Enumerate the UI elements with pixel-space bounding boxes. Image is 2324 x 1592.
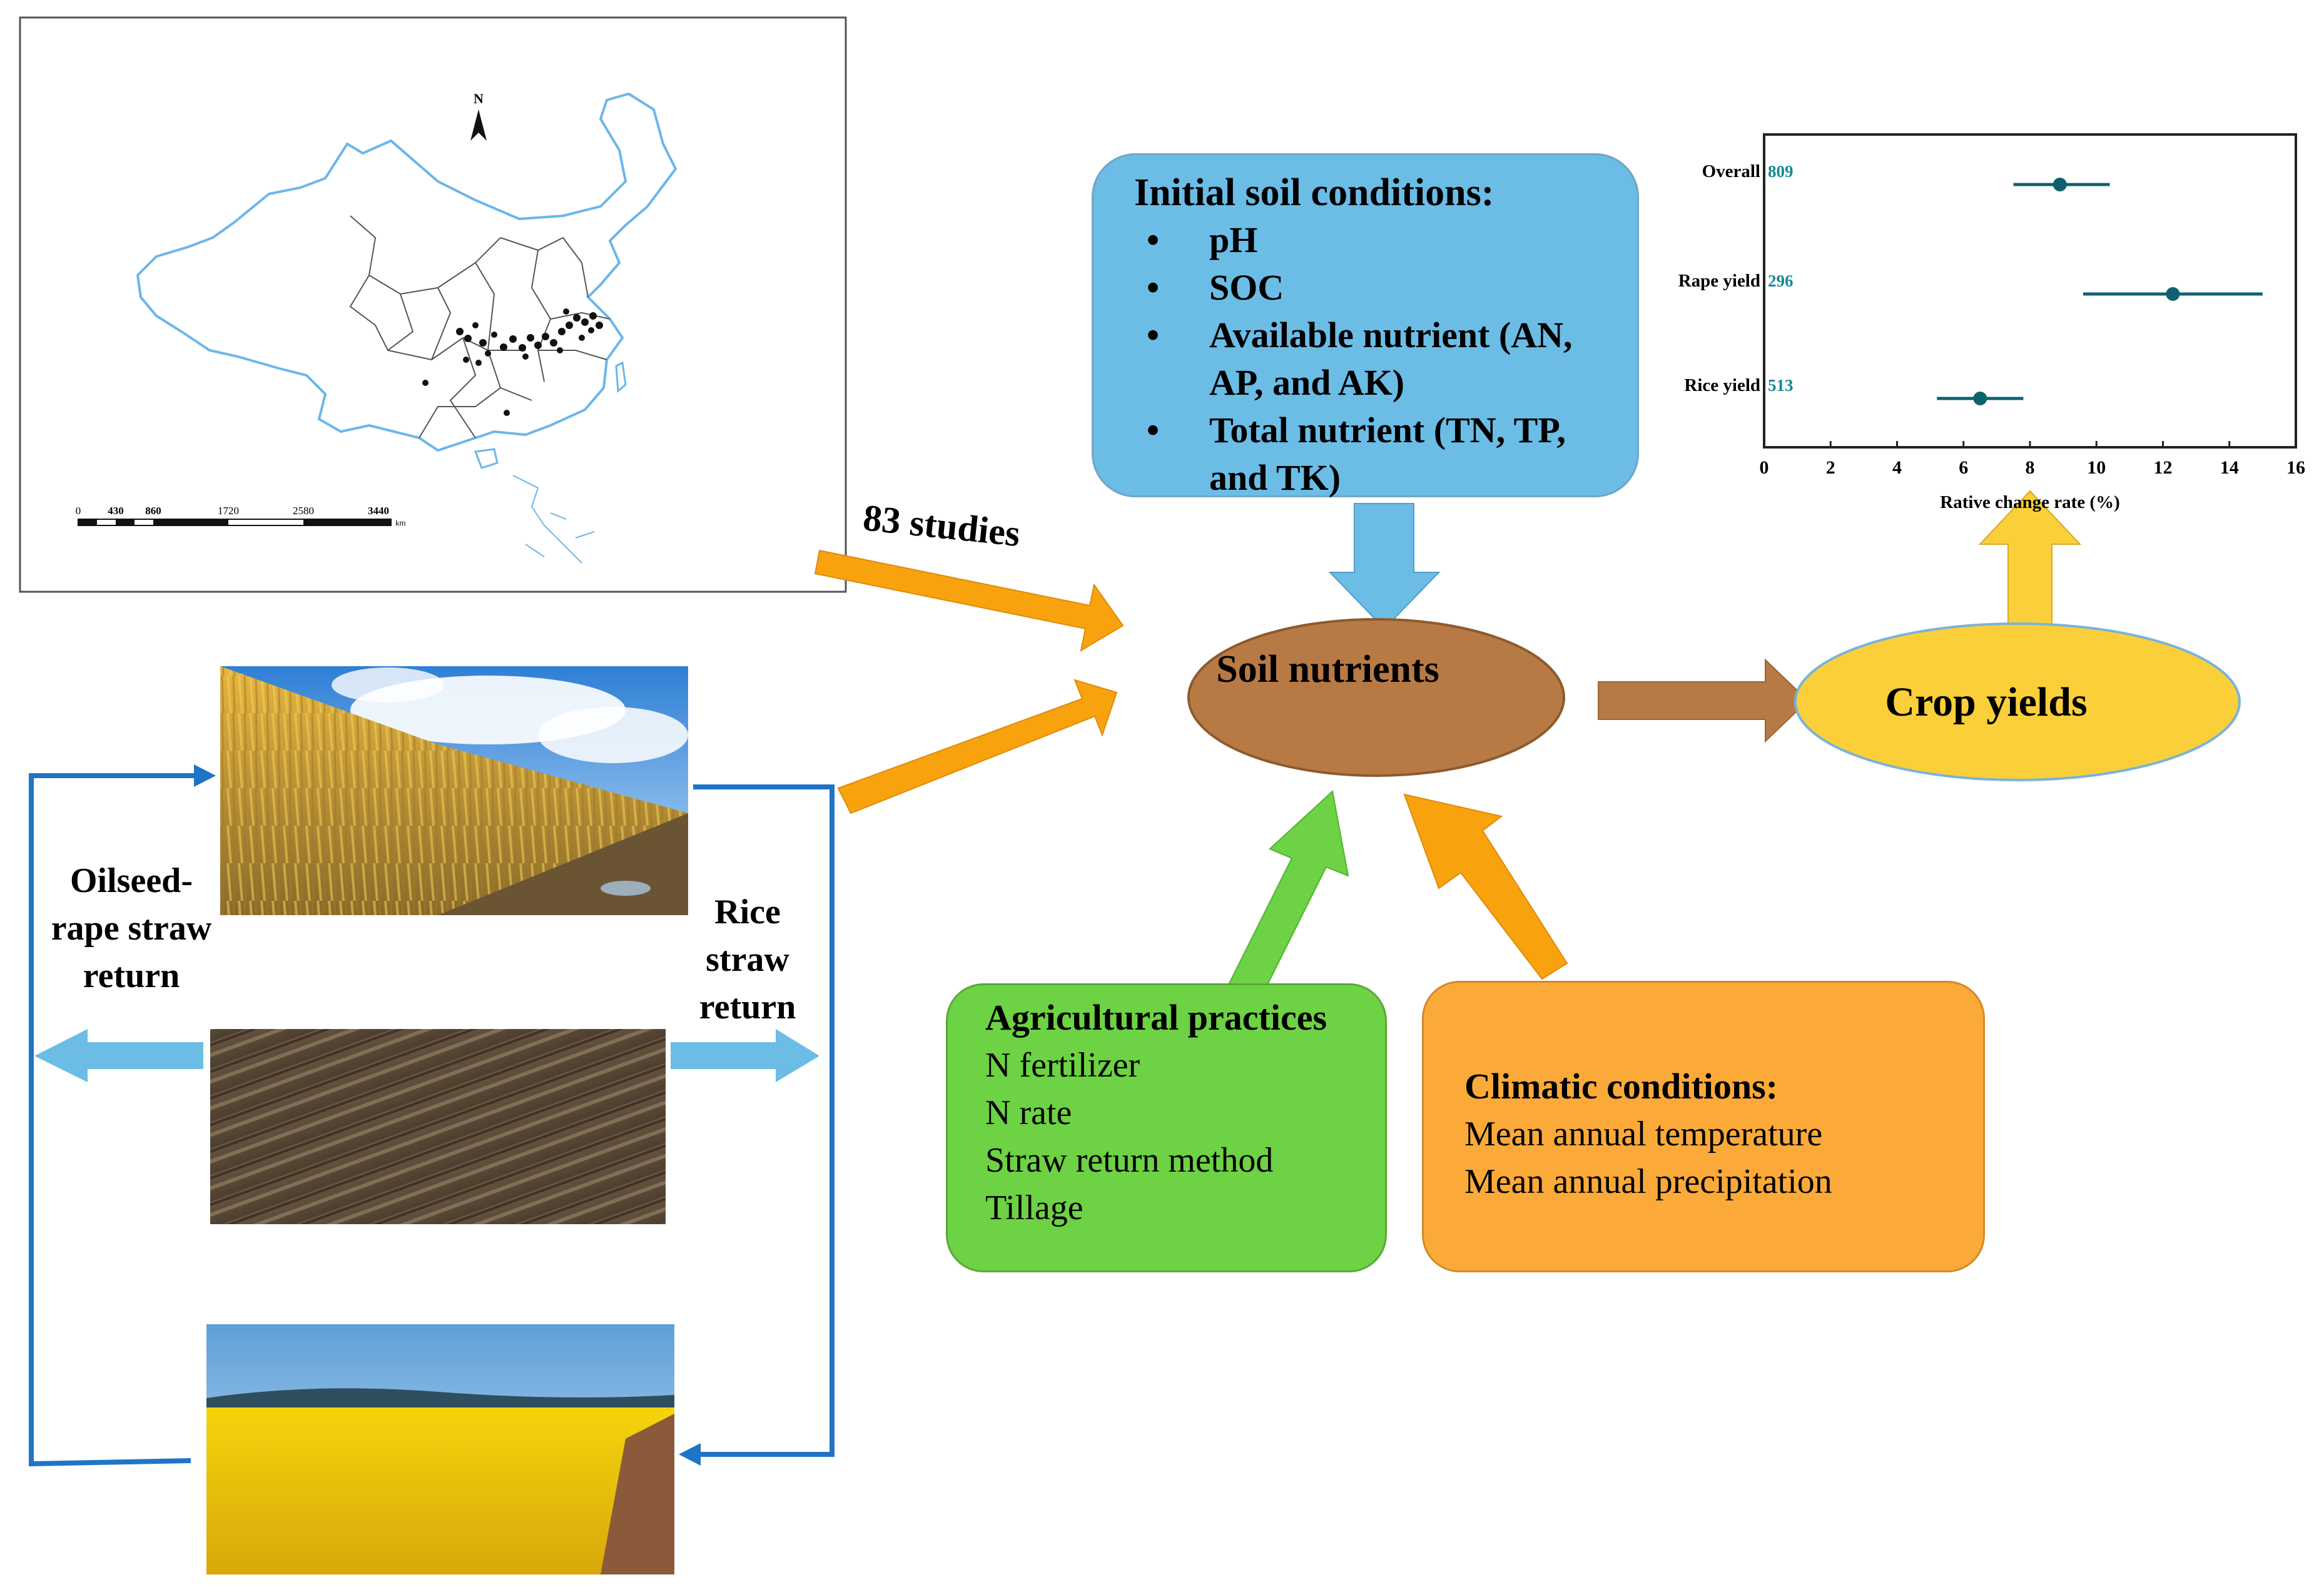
taiwan-island xyxy=(615,361,627,393)
agricultural-item: Straw return method xyxy=(985,1141,1274,1180)
climatic-title: Climatic conditions: xyxy=(1464,1066,1779,1107)
initial-soil-item: •Available nutrient (AN, AP, and AK) xyxy=(1134,312,1612,407)
scale-tick-4: 2580 xyxy=(293,505,314,517)
soil-nutrients-ellipse xyxy=(1187,618,1565,777)
bullet-icon: • xyxy=(1146,315,1160,355)
scale-tick-0: 0 xyxy=(76,505,81,517)
effect-size-point xyxy=(2166,287,2180,301)
plot-frame xyxy=(1763,133,2297,449)
initial-to-soil-arrow xyxy=(1328,503,1441,630)
rapeseed-field-photo xyxy=(206,1324,674,1574)
crop-yields-label: Crop yields xyxy=(1885,679,2088,725)
rice-field-photo xyxy=(220,666,688,915)
scale-tick-2: 860 xyxy=(145,505,161,517)
agricultural-item: N fertilizer xyxy=(985,1046,1140,1085)
scale-tick-1: 430 xyxy=(108,505,124,517)
china-map: N 0 430 860 1720 2580 3440 km xyxy=(76,91,677,564)
map-to-soil-arrow xyxy=(814,549,1124,652)
agricultural-item: Tillage xyxy=(985,1189,1083,1227)
x-axis-label: Rative change rate (%) xyxy=(1940,492,2120,512)
hainan-island xyxy=(474,448,499,469)
north-label: N xyxy=(474,91,484,106)
x-tick-label: 8 xyxy=(2026,457,2035,478)
x-tick-label: 0 xyxy=(1760,457,1769,478)
cycle-arrowhead-top xyxy=(194,764,216,787)
initial-soil-box: Initial soil conditions: •pH •SOC •Avail… xyxy=(1092,153,1639,498)
soil-nutrients-label: Soil nutrients xyxy=(1216,648,1439,691)
bullet-icon: • xyxy=(1146,267,1160,308)
scale-unit: km xyxy=(395,518,406,527)
bullet-icon: • xyxy=(1146,220,1160,260)
cycle-arrowhead-bottom xyxy=(679,1443,701,1466)
x-axis-ticks: 0 2 4 6 8 10 12 14 16 xyxy=(1760,441,2305,478)
climate-to-soil-arrow xyxy=(1403,793,1568,980)
crop-to-chart-arrow xyxy=(1978,490,2082,626)
initial-soil-item: •Total nutrient (TN, TP, and TK) xyxy=(1134,407,1612,502)
right-straw-arrow xyxy=(671,1029,819,1082)
practices-to-soil-arrow xyxy=(1228,790,1349,993)
effect-size-point xyxy=(1973,392,1987,405)
straw-field-photo xyxy=(210,1029,666,1224)
rice-straw-label: Rice straw return xyxy=(699,893,796,1027)
agricultural-title: Agricultural practices xyxy=(985,997,1327,1038)
category-label: Rice yield xyxy=(1684,375,1760,395)
x-tick-label: 10 xyxy=(2087,457,2106,478)
climatic-item: Mean annual precipitation xyxy=(1464,1162,1832,1201)
south-sea-islands xyxy=(512,475,595,564)
category-label: Rape yield xyxy=(1678,271,1760,291)
sample-count-label: 296 xyxy=(1768,271,1794,290)
map-scale-bar: 0 430 860 1720 2580 3440 km xyxy=(76,505,406,527)
initial-soil-item: •SOC xyxy=(1134,264,1612,312)
x-tick-label: 4 xyxy=(1892,457,1902,478)
oilseed-rape-straw-label: Oilseed-rape straw return xyxy=(51,861,212,995)
x-tick-label: 16 xyxy=(2286,457,2305,478)
bullet-icon: • xyxy=(1146,410,1160,450)
initial-soil-title: Initial soil conditions: xyxy=(1134,171,1494,214)
x-tick-label: 14 xyxy=(2220,457,2239,478)
agricultural-item: N rate xyxy=(985,1093,1072,1132)
left-straw-arrow xyxy=(34,1029,203,1082)
climatic-conditions-box: Climatic conditions: Mean annual tempera… xyxy=(1422,981,1985,1272)
x-tick-label: 12 xyxy=(2154,457,2173,478)
climatic-item: Mean annual temperature xyxy=(1464,1115,1823,1153)
category-label: Overall xyxy=(1702,161,1760,181)
scale-tick-3: 1720 xyxy=(218,505,239,517)
north-arrow: N xyxy=(470,91,487,141)
china-outline xyxy=(136,92,677,452)
photo-to-soil-arrow xyxy=(837,679,1118,814)
crop-yields-ellipse xyxy=(1794,622,2241,781)
sample-count-label: 513 xyxy=(1768,376,1794,395)
rotation-cycle xyxy=(29,773,835,1467)
effect-size-point xyxy=(2053,178,2067,191)
initial-soil-list: •pH •SOC •Available nutrient (AN, AP, an… xyxy=(1134,216,1612,502)
soil-to-crop-arrow xyxy=(1598,658,1809,743)
scale-tick-5: 3440 xyxy=(368,505,389,517)
x-tick-label: 6 xyxy=(1959,457,1968,478)
agricultural-practices-box: Agricultural practices N fertilizer N ra… xyxy=(946,983,1387,1272)
initial-soil-item: •pH xyxy=(1134,216,1612,264)
study-sites xyxy=(422,308,603,416)
sample-count-label: 809 xyxy=(1768,162,1794,181)
x-tick-label: 2 xyxy=(1826,457,1835,478)
